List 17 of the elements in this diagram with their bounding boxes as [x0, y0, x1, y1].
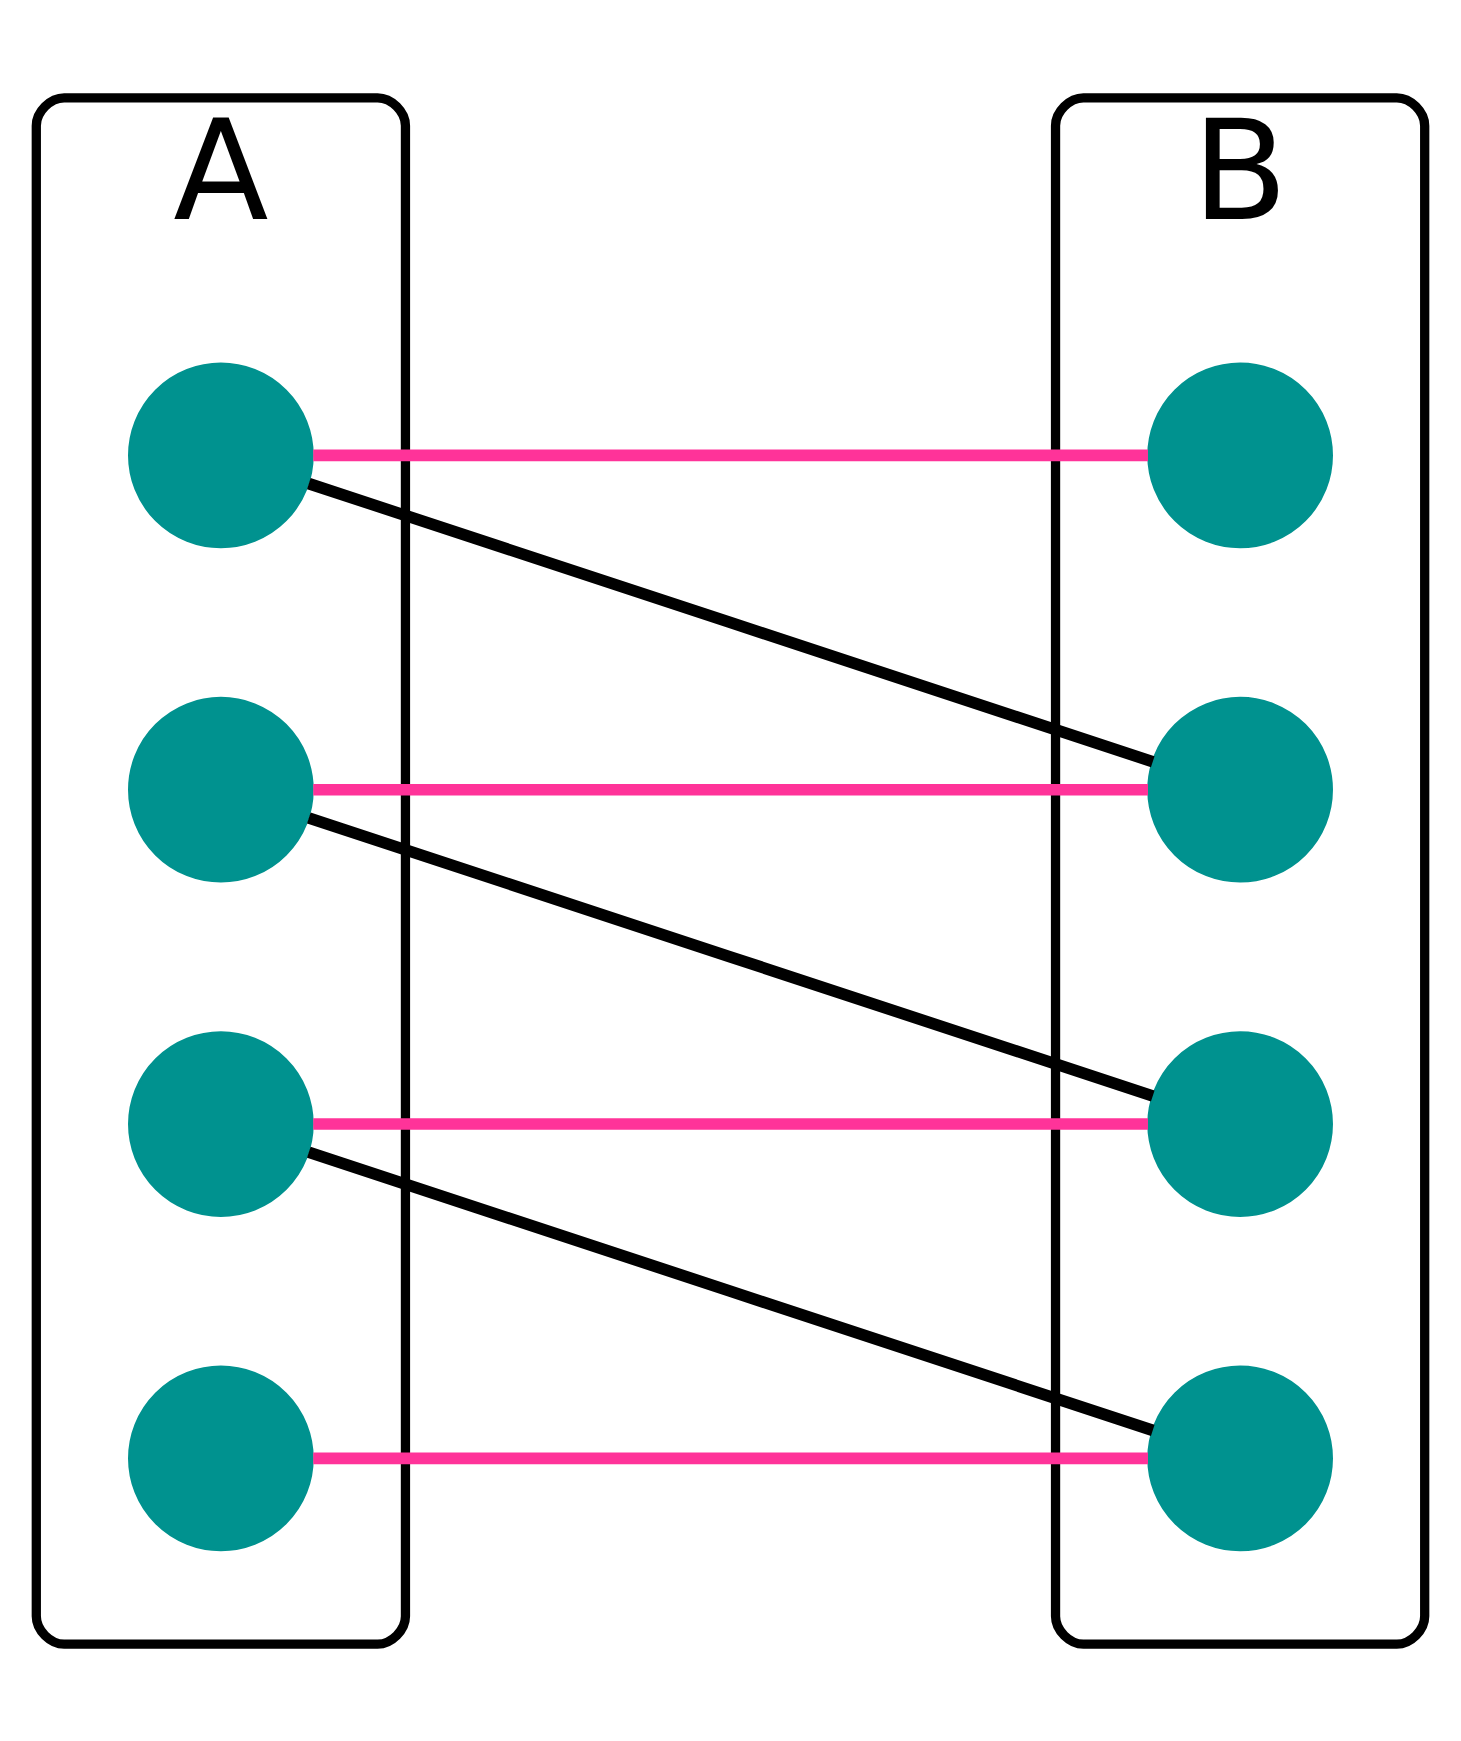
connector: [313, 1452, 1148, 1464]
connector: [313, 449, 1148, 461]
connector: [307, 811, 1155, 1102]
connector: [313, 1117, 1148, 1130]
node-circle: [1147, 696, 1333, 883]
node-circle: [128, 362, 314, 548]
cluster: A: [31, 92, 411, 1649]
connector: [307, 477, 1155, 767]
node-circle: [1147, 1365, 1333, 1551]
cluster: B: [1050, 92, 1430, 1649]
node-circle: [128, 1030, 314, 1217]
node-circle: [128, 1365, 314, 1551]
node-circle: [1147, 1030, 1333, 1217]
connector: [307, 1146, 1155, 1436]
node-circle: [1147, 362, 1333, 548]
node-circle: [128, 696, 314, 883]
connector: [313, 783, 1148, 796]
